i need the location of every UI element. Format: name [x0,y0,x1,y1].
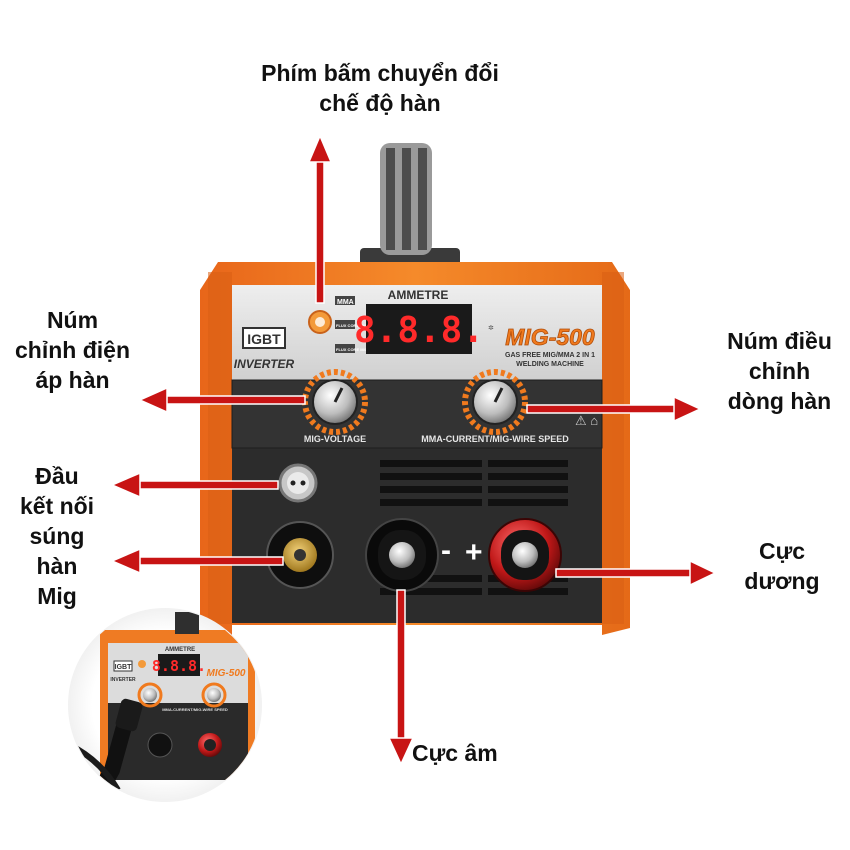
inset-display-readout: 8.8.8. [152,657,206,675]
mode-indicator-list: MMA FLUX CORE MIG FLUX CORE MIG [335,296,368,353]
model-subtitle-2: WELDING MACHINE [516,361,584,368]
negative-terminal[interactable] [365,518,439,592]
inset-current-label: MMA-CURRENT/MIG-WIRE SPEED [162,707,228,712]
mode-switch-button[interactable] [308,310,332,334]
inset-photo: IGBT INVERTER AMMETRE 8.8.8. MIG-500 MMA… [68,608,262,802]
display-readout: 8.8.8. [354,310,484,351]
warning-icon: ⚠ ⌂ [575,413,598,428]
igbt-badge: IGBT INVERTER [234,327,295,371]
voltage-label: MIG-VOLTAGE [304,434,366,444]
plus-sign: + [465,536,483,569]
control-connector[interactable] [278,463,318,503]
mode-mig1-text: FLUX CORE MIG [336,323,368,328]
current-label: MMA-CURRENT/MIG-WIRE SPEED [421,434,569,444]
model-plate: ✲ MIG-500 GAS FREE MIG/MMA 2 IN 1 WELDIN… [488,324,595,368]
label-voltage-knob: Núm chỉnh điện áp hàn [15,307,130,393]
arrow-negative [387,589,415,766]
mode-mig2-text: FLUX CORE MIG [336,347,368,352]
current-knob[interactable] [462,369,528,435]
inset-brand-top: IGBT [115,664,132,671]
arrow-positive [555,559,717,587]
inset-brand-bottom: INVERTER [110,677,136,683]
minus-sign: - [441,534,451,567]
label-mode-button: Phím bấm chuyển đổi chế độ hàn [261,60,499,116]
label-positive-terminal: Cực dương [744,538,820,594]
ammeter-title: AMMETRE [388,288,449,302]
arrow-voltage-knob [138,386,306,414]
inset-model: MIG-500 [207,668,246,679]
mig-gun-connector[interactable] [266,521,334,589]
arrow-gun-connector [110,547,284,575]
arrow-current-knob [526,395,702,423]
settings-glyph: ✲ [488,324,494,332]
label-negative-terminal: Cực âm [412,740,498,766]
model-subtitle-1: GAS FREE MIG/MMA 2 IN 1 [505,352,595,359]
label-gun-connector: Đầu kết nối súng hàn Mig [19,463,95,609]
ammeter-display: AMMETRE 8.8.8. [354,288,484,354]
top-handle [360,143,460,270]
model-name: MIG-500 [505,324,595,350]
label-current-knob: Núm điều chỉnh dòng hàn [727,328,832,414]
inset-ammeter-title: AMMETRE [165,647,195,653]
arrow-mode-button [307,134,333,304]
mode-mma-text: MMA [337,299,354,306]
positive-terminal[interactable] [488,518,562,592]
brand-bottom-text: INVERTER [234,357,295,371]
brand-top-text: IGBT [247,331,281,347]
arrow-control-connector [110,471,279,499]
